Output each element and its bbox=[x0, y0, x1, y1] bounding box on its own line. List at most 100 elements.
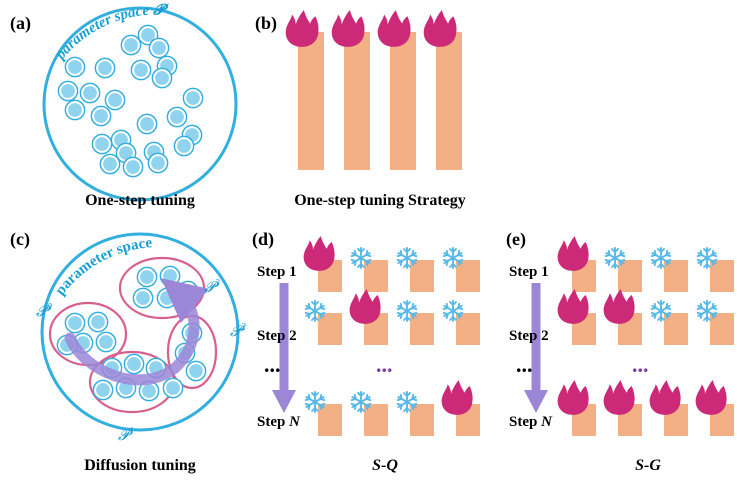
parameter-dot bbox=[130, 59, 152, 81]
snowflake-icon bbox=[605, 248, 625, 268]
parameter-dot bbox=[182, 87, 204, 109]
parameter-dot bbox=[173, 135, 195, 157]
parameter-dot bbox=[132, 287, 154, 309]
panel-b-label: (b) bbox=[255, 13, 277, 34]
panel-a-label: (a) bbox=[10, 13, 31, 34]
flame-icon bbox=[557, 289, 589, 324]
ellipsis-mid: ... bbox=[632, 352, 649, 377]
flame-icon bbox=[331, 10, 365, 47]
flame-icon bbox=[695, 380, 727, 415]
flame-icon bbox=[423, 10, 457, 47]
ellipsis-left: ... bbox=[264, 352, 281, 377]
snowflake-icon bbox=[443, 248, 463, 268]
parameter-dot bbox=[148, 37, 170, 59]
snowflake-icon bbox=[305, 392, 325, 412]
panel-e-label: (e) bbox=[506, 229, 526, 250]
parameter-bar bbox=[298, 32, 324, 170]
parameter-dot bbox=[92, 379, 114, 401]
parameter-bar bbox=[344, 32, 370, 170]
parameter-dot bbox=[159, 265, 181, 287]
parameter-dot bbox=[123, 353, 145, 375]
flame-icon bbox=[557, 236, 589, 271]
parameter-dot bbox=[151, 67, 173, 89]
parameter-dot bbox=[166, 106, 188, 128]
parameter-dot bbox=[91, 133, 113, 155]
snowflake-icon bbox=[697, 248, 717, 268]
snowflake-icon bbox=[651, 301, 671, 321]
parameter-dot bbox=[87, 311, 109, 333]
step-1-label: Step 1 bbox=[257, 264, 297, 280]
flame-icon bbox=[649, 380, 681, 415]
parameter-dot bbox=[185, 360, 207, 382]
snowflake-icon bbox=[397, 248, 417, 268]
step-2-label: Step 2 bbox=[257, 328, 297, 344]
panel-e-caption: S-G bbox=[635, 457, 661, 474]
snowflake-icon bbox=[397, 301, 417, 321]
snowflake-icon bbox=[443, 301, 463, 321]
parameter-dot bbox=[104, 89, 126, 111]
panel-b-caption: One-step tuning Strategy bbox=[294, 192, 466, 209]
snowflake-icon bbox=[651, 248, 671, 268]
panel-a-caption: One-step tuning bbox=[85, 192, 195, 209]
snowflake-icon bbox=[351, 248, 371, 268]
flame-icon bbox=[285, 10, 319, 47]
snowflake-icon bbox=[397, 392, 417, 412]
parameter-dot bbox=[136, 113, 158, 135]
panel-d-label: (d) bbox=[252, 229, 274, 250]
snowflake-icon bbox=[697, 301, 717, 321]
step-arrow-head bbox=[272, 390, 296, 413]
flame-icon bbox=[377, 10, 411, 47]
parameter-space-circle bbox=[40, 232, 240, 432]
panel-c: (c) parameter space 𝓟0 𝓟1 𝓟2 𝓟3 Diffusio… bbox=[10, 229, 246, 474]
parameter-dot bbox=[95, 331, 117, 353]
panel-c-caption: Diffusion tuning bbox=[84, 457, 196, 474]
flame-icon bbox=[603, 380, 635, 415]
parameter-dot bbox=[147, 152, 169, 174]
snowflake-icon bbox=[351, 392, 371, 412]
snowflake-icon bbox=[305, 301, 325, 321]
panel-a: (a) parameter space 𝓟 One-step tuning bbox=[10, 2, 238, 209]
parameter-dot bbox=[57, 80, 79, 102]
parameter-bar bbox=[390, 32, 416, 170]
parameter-dot bbox=[64, 99, 86, 121]
parameter-dots bbox=[57, 24, 204, 178]
flame-icon bbox=[441, 380, 473, 415]
parameter-dot bbox=[99, 153, 121, 175]
parameter-space-circle bbox=[42, 6, 238, 202]
parameter-dot bbox=[79, 82, 101, 104]
cluster-p0-label: 𝓟0 bbox=[36, 302, 52, 320]
parameter-dot bbox=[90, 105, 112, 127]
parameter-bars bbox=[285, 10, 462, 170]
panel-c-label: (c) bbox=[10, 229, 30, 250]
step-n-label: Step N bbox=[257, 414, 301, 430]
cluster-p2-label: 𝓟2 bbox=[230, 322, 246, 340]
step-grid-sq bbox=[303, 236, 480, 436]
step-n-label: Step N bbox=[509, 414, 553, 430]
flame-icon bbox=[557, 380, 589, 415]
parameter-dot bbox=[64, 312, 86, 334]
panel-e: (e) Step 1 Step 2 ... ... Step N S-G bbox=[506, 229, 734, 474]
step-2-label: Step 2 bbox=[509, 328, 549, 344]
flame-icon bbox=[603, 289, 635, 324]
step-1-label: Step 1 bbox=[509, 264, 549, 280]
ellipsis-mid: ... bbox=[376, 352, 393, 377]
parameter-dot bbox=[122, 156, 144, 178]
cluster-p1-label: 𝓟1 bbox=[118, 426, 134, 444]
cluster-p3-label: 𝓟3 bbox=[204, 278, 220, 296]
step-grid-sg bbox=[557, 236, 734, 436]
panel-d-caption: S-Q bbox=[372, 457, 398, 474]
panel-d: (d) Step 1 Step 2 ... ... Step N S-Q bbox=[252, 229, 480, 474]
parameter-dot bbox=[94, 57, 116, 79]
parameter-dot bbox=[136, 266, 158, 288]
parameter-dot bbox=[162, 377, 184, 399]
parameter-dot bbox=[64, 56, 86, 78]
diffusion-arrow bbox=[64, 278, 209, 386]
ellipsis-left: ... bbox=[516, 352, 533, 377]
panel-b: (b) One-step tuning Strategy bbox=[255, 10, 466, 209]
step-arrow-head bbox=[524, 390, 548, 413]
flame-icon bbox=[349, 289, 381, 324]
parameter-dot bbox=[120, 34, 142, 56]
flame-icon bbox=[303, 236, 335, 271]
parameter-bar bbox=[436, 32, 462, 170]
